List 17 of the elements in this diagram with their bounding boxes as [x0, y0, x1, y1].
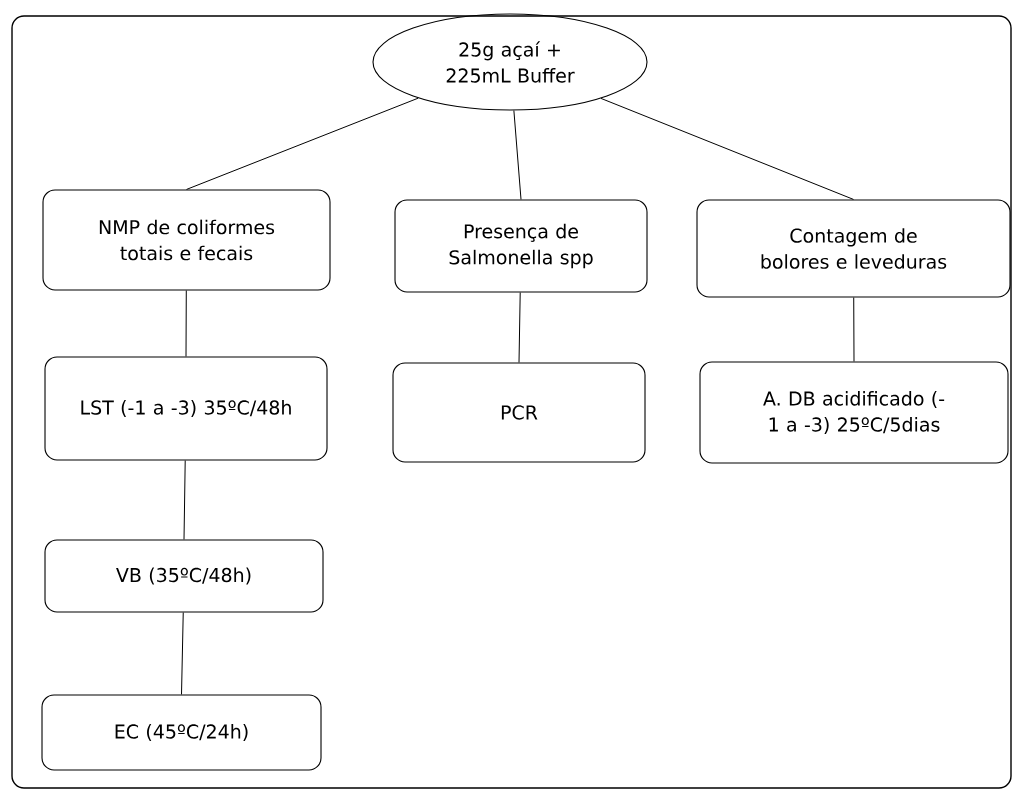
connector-line	[186, 97, 419, 190]
connector-line	[518, 292, 521, 363]
connector-line	[513, 110, 522, 200]
connector-line	[183, 460, 186, 540]
connector-line	[181, 612, 184, 695]
process-box: EC (45ºC/24h)	[41, 694, 322, 771]
process-box: A. DB acidificado (-1 a -3) 25ºC/5dias	[699, 361, 1009, 464]
connector-line	[853, 297, 855, 362]
process-box: NMP de coliformes totais e fecais	[42, 189, 331, 291]
process-box: VB (35ºC/48h)	[44, 539, 324, 613]
process-box: Presença de Salmonella spp	[394, 199, 648, 293]
process-box: LST (-1 a -3) 35ºC/48h	[44, 356, 328, 461]
connector-line	[185, 290, 187, 357]
ellipse-node: 25g açaí + 225mL Buffer	[372, 13, 648, 111]
connector-line	[600, 97, 854, 200]
process-box: PCR	[392, 362, 646, 463]
process-box: Contagem de bolores e leveduras	[696, 199, 1011, 298]
